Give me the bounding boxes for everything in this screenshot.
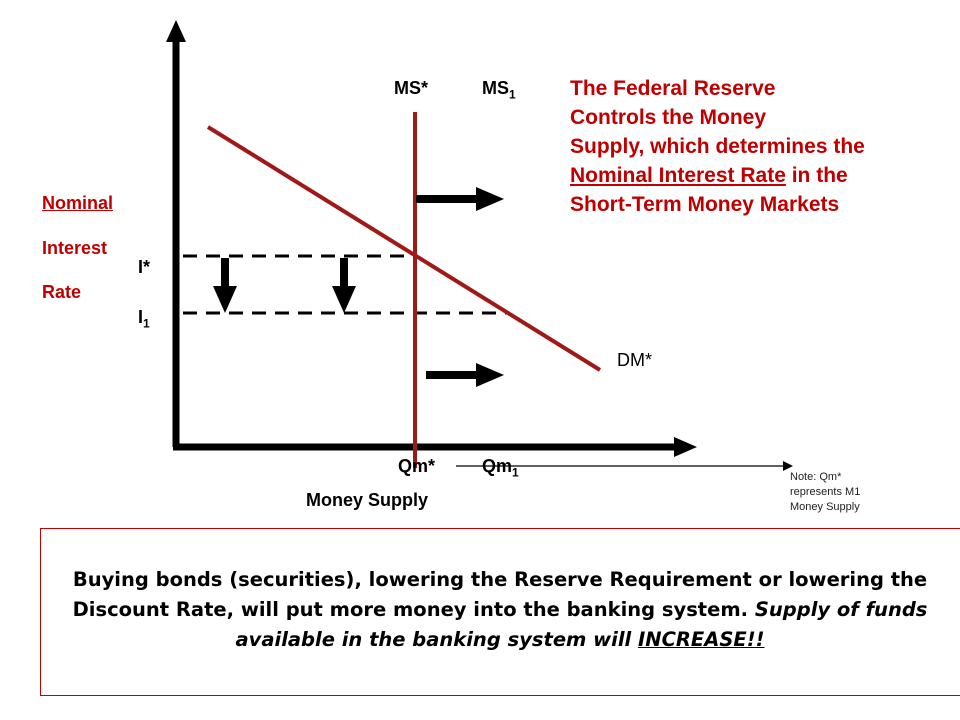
y-axis-label-line3: Rate (42, 282, 82, 302)
new-supply-label: MS1 (482, 78, 516, 102)
x-axis-label: Money Supply (306, 490, 429, 510)
note-line: Note: Qm* (790, 471, 842, 483)
new-rate-label: I1 (138, 307, 150, 331)
headline-line: The Federal Reserve (570, 77, 776, 100)
initial-supply-label: MS* (394, 78, 429, 98)
headline-line: Short-Term Money Markets (570, 193, 840, 216)
supply-shift-arrow-top (416, 187, 504, 211)
x-axis-arrowhead (674, 437, 697, 457)
explanation-line: Discount Rate, will put more money into … (72, 598, 928, 621)
note-line: Money Supply (790, 501, 860, 513)
y-axis-label-line2: Interest (42, 238, 108, 258)
initial-rate-label: I* (138, 257, 151, 277)
explanation-line: available in the banking system will INC… (235, 628, 765, 651)
headline-line: Supply, which determines the (570, 135, 865, 158)
supply-shift-arrow-bottom (426, 363, 504, 387)
note-line: represents M1 (790, 486, 861, 498)
explanation-line: Buying bonds (securities), lowering the … (72, 568, 928, 591)
explanation-text: Buying bonds (securities), lowering the … (40, 565, 960, 655)
headline-text: The Federal Reserve Controls the Money S… (570, 74, 955, 219)
y-axis-label-line1: Nominal (42, 193, 114, 213)
rate-decrease-arrow-right (332, 258, 356, 313)
m1-note: Note: Qm* represents M1 Money Supply (790, 470, 910, 515)
headline-line: Nominal Interest Rate in the (570, 164, 848, 187)
demand-curve-label: DM* (617, 350, 652, 370)
initial-quantity-label: Qm* (398, 456, 436, 476)
rate-decrease-arrow-left (213, 258, 237, 313)
headline-line: Controls the Money (570, 106, 767, 129)
new-quantity-label: Qm1 (482, 456, 519, 480)
explanation-box (40, 528, 960, 696)
y-axis-arrowhead (166, 20, 186, 42)
money-demand-curve (206, 125, 602, 372)
